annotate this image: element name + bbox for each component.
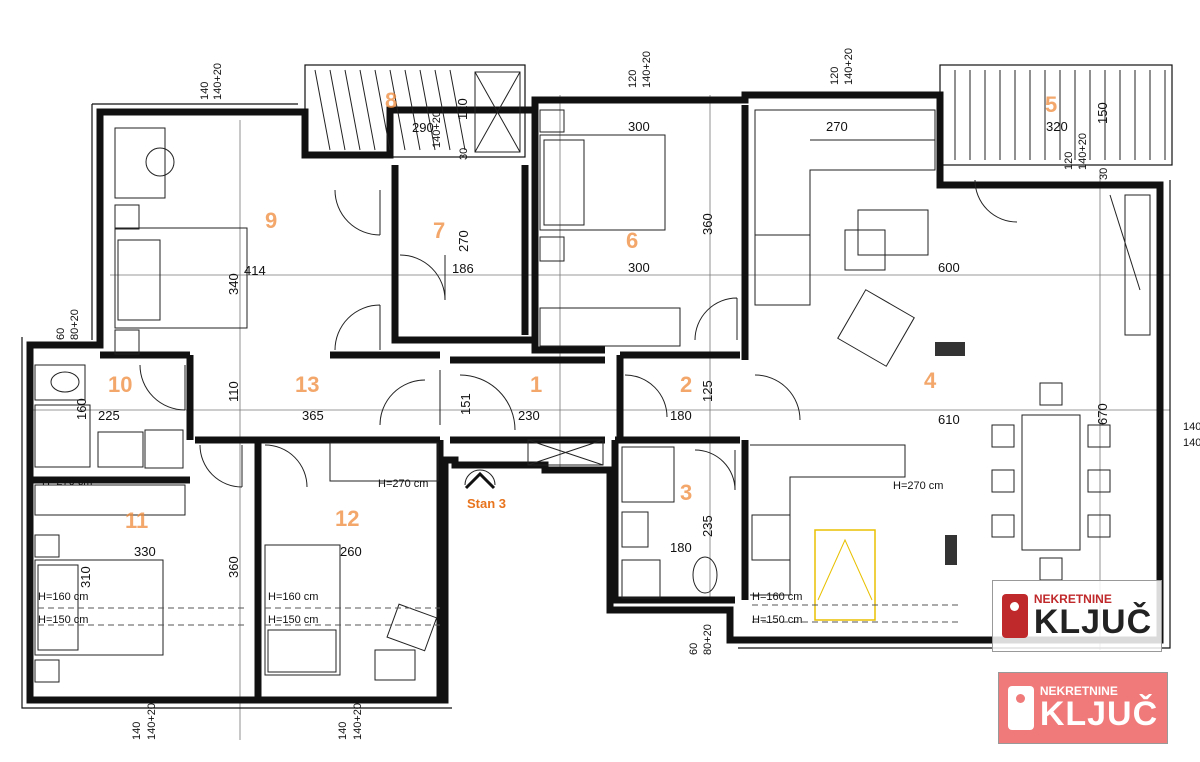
room-label-2: 2 [680,372,692,397]
svg-text:140+20: 140+20 [352,703,364,740]
logo-line2: KLJUČ [1039,695,1159,733]
room-label-4: 4 [924,368,937,393]
dim-r9-width: 414 [244,263,266,278]
note-r11-h160: H=160 cm [38,591,88,603]
room-label-13: 13 [295,372,319,397]
note-wardrobe-13: H=270 cm [378,478,428,490]
dim-r4-top: 270 [826,119,848,134]
note-r12-h160: H=160 cm [268,591,318,603]
balcony-5 [939,64,1173,166]
doors [139,179,1141,491]
key-icon [1007,686,1034,730]
dim-r6-height: 360 [700,213,715,235]
svg-text:80+20: 80+20 [69,309,81,340]
logo-line1: NEKRETNINE [1033,592,1112,606]
dim-r5-side: 30 [1098,168,1110,180]
logo-watermark-bottom: NEKRETNINE KLJUČ [998,672,1168,744]
note-r4-h160: H=160 cm [752,591,802,603]
dim-r4-height: 670 [1095,403,1110,425]
dim-r6-mid: 300 [628,260,650,275]
note-r11-h150: H=150 cm [38,614,88,626]
dim-r13-height: 110 [226,381,241,402]
dim-r10-width: 225 [98,408,120,423]
room-label-1: 1 [530,372,542,397]
svg-text:60: 60 [55,328,67,340]
svg-text:120: 120 [627,70,639,88]
svg-text:140: 140 [131,722,143,740]
note-wardrobe-11: H=270 cm [42,476,92,488]
logo-watermark-top: NEKRETNINE KLJUČ [992,580,1162,652]
dim-r9-height: 340 [226,273,241,295]
dim-r5-width: 320 [1046,119,1068,134]
dim-r1-width: 230 [518,408,540,423]
svg-text:140+20: 140+20 [641,51,653,88]
svg-text:60: 60 [688,643,700,655]
svg-text:120: 120 [829,67,841,85]
dim-r7-height: 270 [456,230,471,252]
dim-r4-mid: 600 [938,260,960,275]
key-icon [1001,594,1028,638]
balcony-8 [304,64,526,158]
axis-lines [30,95,1170,740]
room-label-3: 3 [680,480,692,505]
room-label-11: 11 [125,508,148,533]
room-label-8: 8 [385,88,397,113]
dim-r13-width: 365 [302,408,324,423]
note-r12-h150: H=150 cm [268,614,318,626]
outer-walls [21,91,1171,709]
room-label-6: 6 [626,228,638,253]
dim-r3-height: 235 [700,515,715,537]
dim-r2-height: 125 [700,380,715,402]
dim-r11-width: 330 [134,544,156,559]
note-r4-h150: H=150 cm [752,614,802,626]
room-label-10: 10 [108,372,132,397]
svg-text:140+20: 140+20 [431,111,443,148]
dim-r1-height: 151 [458,393,473,415]
dim-r6-top: 300 [628,119,650,134]
room-label-12: 12 [335,506,359,531]
dim-r4-lower: 610 [938,412,960,427]
svg-text:140+20: 140+20 [1077,133,1089,170]
dim-r11-height: 360 [226,556,241,578]
svg-text:140: 140 [1183,437,1200,449]
interior-walls [30,105,749,700]
room-label-5: 5 [1045,92,1057,117]
dim-r8-height: 120 [455,98,470,120]
logo-line1: NEKRETNINE [1039,684,1118,698]
dim-r5-height: 150 [1095,102,1110,124]
dim-r2-width: 180 [670,408,692,423]
dim-r7-width: 186 [452,261,474,276]
dim-r8-side: 30 [458,148,470,160]
dim-r10-height: 160 [74,398,89,420]
entrance-arrow-icon [464,471,496,490]
logo-line2: KLJUČ [1033,603,1153,641]
svg-text:140: 140 [1183,421,1200,433]
note-kitchen: H=270 cm [893,480,943,492]
svg-text:80+20: 80+20 [702,624,714,655]
dim-r12-width: 260 [340,544,362,559]
svg-text:140: 140 [199,82,211,100]
svg-text:140+20: 140+20 [843,48,855,85]
svg-text:140: 140 [337,722,349,740]
room-label-7: 7 [433,218,445,243]
entrance-label: Stan 3 [467,496,506,511]
svg-text:140+20: 140+20 [146,703,158,740]
dim-r3-width: 180 [670,540,692,555]
furniture [34,109,1151,683]
room-label-9: 9 [265,208,277,233]
dim-r8-width: 290 [412,120,434,135]
svg-text:140+20: 140+20 [212,63,224,100]
dim-r11-side: 310 [78,566,93,588]
svg-text:120: 120 [1063,152,1075,170]
